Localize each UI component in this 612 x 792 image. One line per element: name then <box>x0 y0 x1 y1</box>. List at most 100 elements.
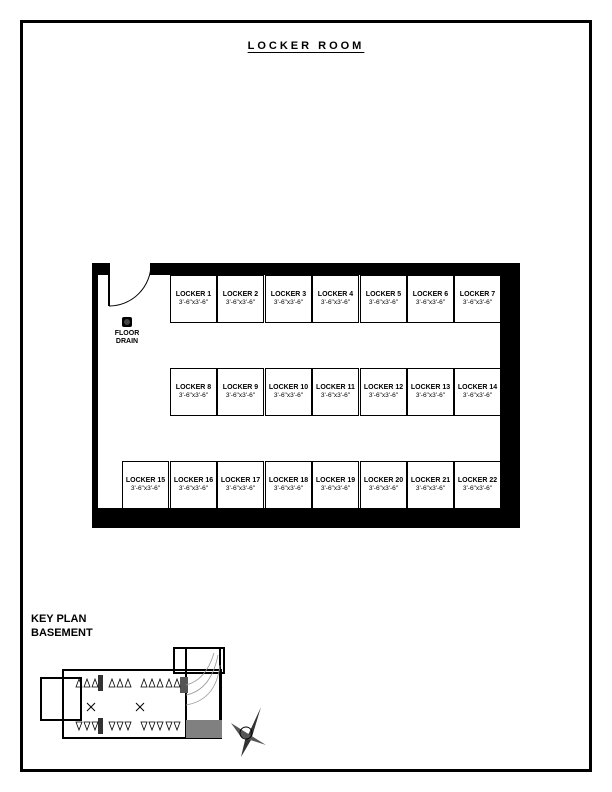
keyplan-locker-up <box>156 677 164 688</box>
locker-size: 3'-6"x3'-6" <box>462 485 493 492</box>
locker-label: LOCKER 15 <box>125 477 166 484</box>
locker-size: 3'-6"x3'-6" <box>462 299 493 306</box>
locker-size: 3'-6"x3'-6" <box>273 392 304 399</box>
keyplan-locker-down <box>116 721 124 732</box>
keyplan-locker-up <box>83 677 91 688</box>
locker-size: 3'-6"x3'-6" <box>320 392 351 399</box>
compass-rose-icon <box>231 707 266 757</box>
key-plan-level: BASEMENT <box>31 627 93 639</box>
keyplan-locker-down <box>173 721 181 732</box>
keyplan-locker-down <box>91 721 99 732</box>
page-title: LOCKER ROOM <box>0 40 612 52</box>
floor-drain-label: FLOOR DRAIN <box>110 330 144 346</box>
locker-size: 3'-6"x3'-6" <box>415 392 446 399</box>
floor-drain-icon <box>122 317 132 327</box>
keyplan-locker-up <box>75 677 83 688</box>
locker-size: 3'-6"x3'-6" <box>225 392 256 399</box>
locker-size: 3'-6"x3'-6" <box>368 299 399 306</box>
keyplan-locker-down <box>165 721 173 732</box>
keyplan-locker-down <box>75 721 83 732</box>
locker-label: LOCKER 7 <box>459 291 496 298</box>
locker-label: LOCKER 20 <box>363 477 404 484</box>
locker-label: LOCKER 22 <box>457 477 498 484</box>
locker-size: 3'-6"x3'-6" <box>178 485 209 492</box>
locker-size: 3'-6"x3'-6" <box>225 485 256 492</box>
keyplan-locker-down <box>156 721 164 732</box>
keyplan-locker-up <box>173 677 181 688</box>
wall-bottom <box>92 508 520 528</box>
locker-label: LOCKER 19 <box>315 477 356 484</box>
keyplan-locker-up <box>148 677 156 688</box>
floor-drain-line1: FLOOR <box>114 330 140 337</box>
locker-label: LOCKER 21 <box>410 477 451 484</box>
keyplan-locker-up <box>91 677 99 688</box>
locker-size: 3'-6"x3'-6" <box>178 299 209 306</box>
locker-label: LOCKER 10 <box>268 384 309 391</box>
keyplan-locker-up <box>165 677 173 688</box>
locker-size: 3'-6"x3'-6" <box>130 485 161 492</box>
locker-label: LOCKER 2 <box>222 291 259 298</box>
locker-size: 3'-6"x3'-6" <box>273 485 304 492</box>
key-plan-drawing <box>40 647 266 757</box>
keyplan-locker-up <box>140 677 148 688</box>
keyplan-locker-down <box>108 721 116 732</box>
locker-label: LOCKER 8 <box>175 384 212 391</box>
wall-top <box>150 263 520 275</box>
locker-size: 3'-6"x3'-6" <box>225 299 256 306</box>
floor-drain-line2: DRAIN <box>115 338 139 345</box>
keyplan-locker-down <box>140 721 148 732</box>
locker-size: 3'-6"x3'-6" <box>320 299 351 306</box>
locker-size: 3'-6"x3'-6" <box>368 392 399 399</box>
locker-label: LOCKER 6 <box>412 291 449 298</box>
title-text: LOCKER ROOM <box>247 40 365 52</box>
keyplan-locker-up <box>108 677 116 688</box>
locker-size: 3'-6"x3'-6" <box>273 299 304 306</box>
locker-label: LOCKER 11 <box>316 384 355 391</box>
keyplan-locker-up <box>116 677 124 688</box>
locker-label: LOCKER 12 <box>363 384 404 391</box>
locker-label: LOCKER 5 <box>365 291 402 298</box>
locker-label: LOCKER 4 <box>317 291 354 298</box>
locker-size: 3'-6"x3'-6" <box>415 299 446 306</box>
locker-size: 3'-6"x3'-6" <box>415 485 446 492</box>
sheet-border <box>20 20 592 772</box>
locker-size: 3'-6"x3'-6" <box>178 392 209 399</box>
key-plan-label: KEY PLAN BASEMENT <box>31 612 93 640</box>
keyplan-locker-up <box>124 677 132 688</box>
locker-label: LOCKER 1 <box>175 291 212 298</box>
locker-label: LOCKER 9 <box>222 384 259 391</box>
door-swing <box>108 263 152 307</box>
locker-size: 3'-6"x3'-6" <box>320 485 351 492</box>
locker-label: LOCKER 14 <box>457 384 498 391</box>
locker-label: LOCKER 17 <box>220 477 261 484</box>
wall-right <box>500 263 520 528</box>
locker-label: LOCKER 3 <box>270 291 307 298</box>
wall-left <box>92 263 98 528</box>
locker-size: 3'-6"x3'-6" <box>462 392 493 399</box>
locker-label: LOCKER 13 <box>410 384 451 391</box>
locker-size: 3'-6"x3'-6" <box>368 485 399 492</box>
key-plan-title: KEY PLAN <box>31 613 87 625</box>
locker-label: LOCKER 16 <box>173 477 214 484</box>
